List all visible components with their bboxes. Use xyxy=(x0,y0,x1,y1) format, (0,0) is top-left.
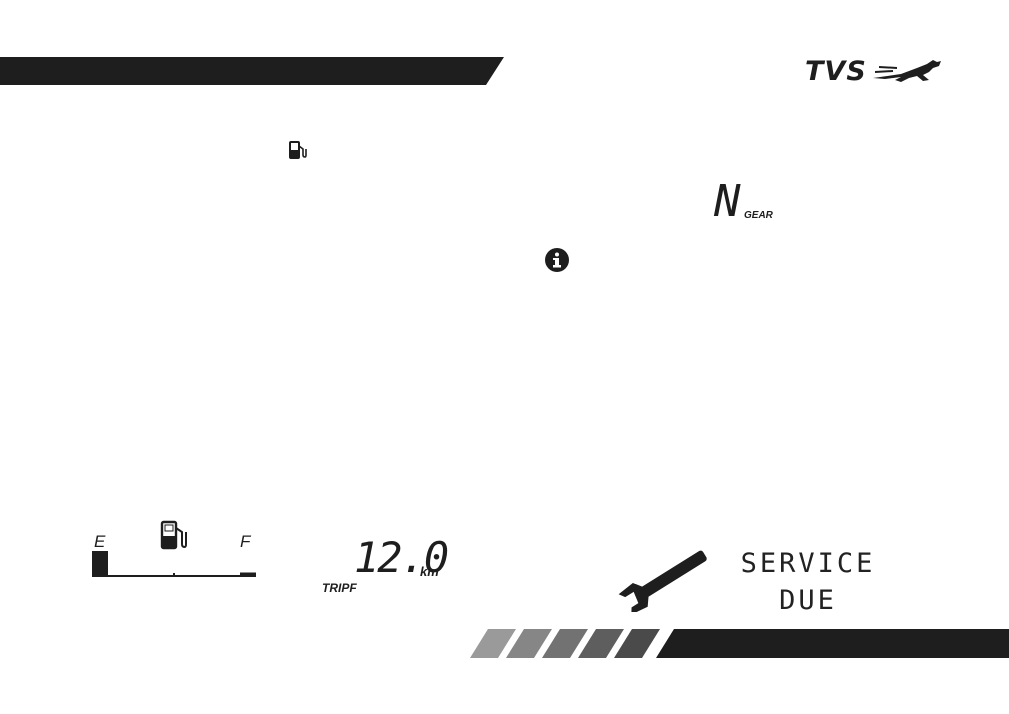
fuel-level-bar xyxy=(90,548,260,580)
gear-indicator: N GEAR xyxy=(714,180,794,230)
trip-unit: km xyxy=(420,564,439,579)
horse-icon xyxy=(871,58,943,84)
service-line-1: SERVICE xyxy=(728,548,888,579)
service-line-2: DUE xyxy=(728,585,888,616)
gear-label: GEAR xyxy=(744,210,773,221)
wrench-icon xyxy=(614,548,714,612)
trip-label: TRIPF xyxy=(322,581,357,595)
brand-name: TVS xyxy=(805,56,867,87)
fuel-pump-icon xyxy=(288,140,308,160)
service-due-message: SERVICE DUE xyxy=(728,548,888,616)
trip-display: 12.0 km TRIPF xyxy=(320,535,460,595)
fuel-gauge: E F xyxy=(90,518,260,584)
top-header-band xyxy=(0,57,504,85)
info-icon xyxy=(544,247,570,273)
brand-logo: TVS xyxy=(805,54,945,88)
bottom-footer-band xyxy=(470,629,1009,658)
gear-value: N xyxy=(714,180,741,224)
